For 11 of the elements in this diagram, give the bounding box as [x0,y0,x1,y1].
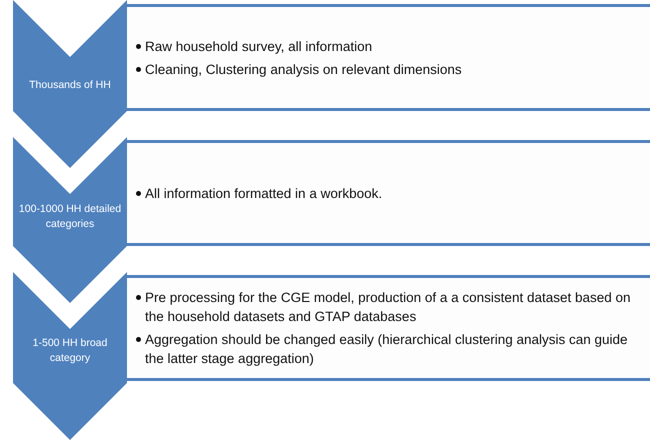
bullet-text: Cleaning, Clustering analysis on relevant dimensions [145,60,463,78]
bullet-text: Aggregation should be changed easily (hierarchical clustering analysis can guide the latter stage aggregation) [145,331,629,368]
stage-label: 1-500 HH broad category [32,336,108,366]
stage-label: Thousands of HH [28,78,112,93]
bullet-text: Raw household survey, all information [145,38,374,56]
description-box [127,4,650,111]
stage-label: 100-1000 HH detailed categories [18,202,122,232]
bullet-text: All information formatted in a workbook. [145,184,384,202]
bullet-text: Pre processing for the CGE model, production of a a consistent dataset based on the household datasets and GTAP databases [145,289,632,326]
description-box [127,275,650,381]
description-box [127,140,650,246]
